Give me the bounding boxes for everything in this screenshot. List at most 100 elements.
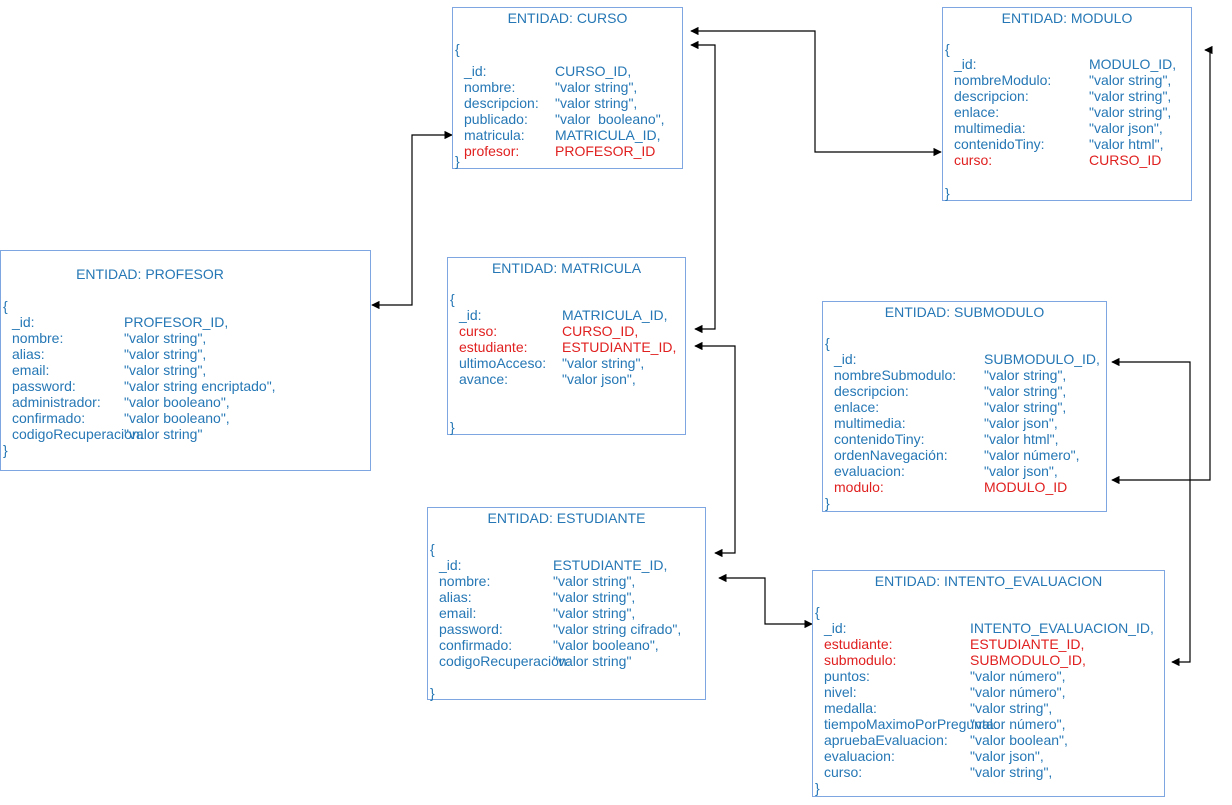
field-value: "valor booleano", (124, 410, 230, 426)
field-name: email: (12, 362, 50, 378)
field-name: nombre: (464, 79, 516, 95)
field-name: descripcion: (464, 95, 539, 111)
field-value: "valor string", (1089, 88, 1172, 104)
connector-profesor-curso (371, 130, 453, 310)
open-brace: { (815, 604, 820, 620)
field-name: estudiante: (824, 636, 893, 652)
field-name: codigoRecuperacion: (12, 426, 144, 442)
field-value: SUBMODULO_ID, (970, 652, 1086, 668)
field-value: "valor string", (984, 367, 1067, 383)
field-value: MATRICULA_ID, (555, 127, 661, 143)
field-value: "valor string", (562, 355, 645, 371)
field-name: curso: (954, 152, 993, 168)
field-value: "valor string", (124, 362, 207, 378)
entity-title: ENTIDAD: MATRICULA (491, 260, 642, 276)
close-brace: } (3, 442, 8, 458)
open-brace: { (825, 335, 830, 351)
entity-submodulo[interactable]: ENTIDAD: SUBMODULO { _id:SUBMODULO_ID,no… (822, 301, 1107, 512)
field-name: _id: (824, 620, 847, 636)
entity-title: ENTIDAD: ESTUDIANTE (487, 510, 646, 526)
connector-curso-modulo (690, 26, 942, 157)
field-name: submodulo: (824, 652, 897, 668)
field-name: profesor: (464, 143, 520, 159)
field-name: enlace: (954, 104, 1000, 120)
field-value: "valor boolean", (970, 732, 1068, 748)
entity-modulo[interactable]: ENTIDAD: MODULO { _id: MODULO_ID, nombreMo… (942, 7, 1192, 201)
field-name: _id: (834, 351, 857, 367)
field-name: nivel: (824, 684, 857, 700)
field-value: CURSO_ID, (555, 63, 632, 79)
field-value: ESTUDIANTE_ID, (970, 636, 1085, 652)
field-name: ultimoAcceso: (459, 355, 547, 371)
field-value: "valor string cifrado", (553, 621, 682, 637)
field-value: "valor json", (984, 463, 1058, 479)
field-name: codigoRecuperacion: (439, 653, 571, 669)
field-value: "valor html", (984, 431, 1059, 447)
close-brace: } (430, 685, 435, 701)
field-value: "valor string", (1089, 104, 1172, 120)
field-name: publicado: (464, 111, 528, 127)
field-name: _id: (439, 557, 462, 573)
field-value: CURSO_ID (1089, 152, 1162, 168)
field-value: "valor booleano", (553, 637, 659, 653)
field-value: MATRICULA_ID, (562, 307, 668, 323)
field-value: "valor string", (124, 346, 207, 362)
field-value: "valor string", (553, 589, 636, 605)
entity-profesor[interactable]: ENTIDAD: PROFESOR { _id:PROFESOR_ID,nomb… (0, 250, 371, 471)
field-name: evaluacion: (834, 463, 905, 479)
entity-title: ENTIDAD: MODULO (1001, 10, 1133, 26)
entity-curso[interactable]: ENTIDAD: CURSO { _id:CURSO_ID,nombre:"va… (452, 7, 683, 169)
field-name: password: (12, 378, 76, 394)
field-name: alias: (439, 589, 472, 605)
open-brace: { (450, 291, 455, 307)
field-value: "valor número", (970, 684, 1066, 700)
field-name: nombreModulo: (954, 72, 1052, 88)
field-name: _id: (459, 307, 482, 323)
field-name: evaluacion: (824, 748, 895, 764)
field-value: "valor json", (1089, 120, 1163, 136)
field-name: multimedia: (834, 415, 906, 431)
field-name: password: (439, 621, 503, 637)
field-value: "valor string", (984, 383, 1067, 399)
field-value: "valor string", (555, 95, 638, 111)
entity-title: ENTIDAD: PROFESOR (76, 266, 224, 282)
field-value: "valor string", (553, 573, 636, 589)
field-name: apruebaEvaluacion: (824, 732, 948, 748)
field-value: "valor número", (970, 668, 1066, 684)
field-value: MODULO_ID (984, 479, 1068, 495)
close-brace: } (945, 185, 950, 201)
field-name: curso: (824, 764, 863, 780)
entity-intento-evaluacion[interactable]: ENTIDAD: INTENTO_EVALUACION { _id:INTENT… (812, 570, 1165, 797)
field-name: matricula: (464, 127, 525, 143)
field-name: _id: (954, 56, 977, 72)
field-value: ESTUDIANTE_ID, (553, 557, 668, 573)
field-value: "valor booleano", (555, 111, 665, 127)
field-value: "valor string", (984, 399, 1067, 415)
field-name: contenidoTiny: (834, 431, 925, 447)
field-name: medalla: (824, 700, 877, 716)
entity-estudiante[interactable]: ENTIDAD: ESTUDIANTE { _id:ESTUDIANTE_ID,… (427, 507, 706, 701)
field-value: "valor string encriptado", (124, 378, 276, 394)
field-name: nombre: (439, 573, 491, 589)
field-name: ordenNavegación: (834, 447, 948, 463)
open-brace: { (3, 298, 8, 314)
open-brace: { (945, 41, 950, 57)
open-brace: { (455, 41, 460, 57)
field-value: "valor string" (553, 653, 632, 669)
field-value: "valor string", (553, 605, 636, 621)
field-name: email: (439, 605, 477, 621)
connector-curso-matricula (690, 40, 716, 334)
field-name: descripcion: (954, 88, 1029, 104)
field-value: "valor número", (984, 447, 1080, 463)
field-value: "valor string", (124, 330, 207, 346)
field-value: MODULO_ID, (1089, 56, 1177, 72)
field-value: SUBMODULO_ID, (984, 351, 1100, 367)
field-name: puntos: (824, 668, 870, 684)
entity-matricula[interactable]: ENTIDAD: MATRICULA { _id:MATRICULA_ID,cu… (447, 257, 686, 435)
field-value: "valor string", (555, 79, 638, 95)
field-name: _id: (464, 63, 487, 79)
field-value: "valor string" (124, 426, 203, 442)
field-value: "valor booleano", (124, 394, 230, 410)
field-name: confirmado: (439, 637, 513, 653)
